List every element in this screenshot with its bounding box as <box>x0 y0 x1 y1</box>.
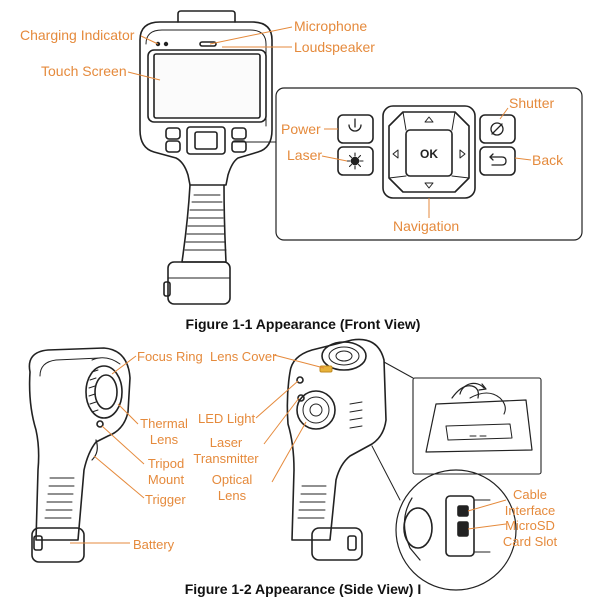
leader-microphone <box>209 26 293 45</box>
label-trigger: Trigger <box>145 492 186 507</box>
label-power: Power <box>281 121 321 137</box>
leader-optical-lens <box>271 421 307 483</box>
label-laser-transmitter-1: Laser <box>209 435 243 450</box>
leader-microsd <box>467 523 507 530</box>
leader-cable-interface <box>467 499 507 512</box>
label-laser: Laser <box>287 147 323 163</box>
label-laser-transmitter-2: Transmitter <box>193 451 259 466</box>
detail-connector <box>371 445 401 501</box>
label-thermal-lens-1: Thermal <box>140 416 188 431</box>
leader-thermal-lens <box>117 403 139 425</box>
label-touch-screen: Touch Screen <box>41 63 127 79</box>
label-loudspeaker: Loudspeaker <box>294 39 375 55</box>
side-view-right-camera <box>286 338 387 561</box>
label-charging-indicator: Charging Indicator <box>20 27 135 43</box>
label-lens-cover: Lens Cover <box>210 349 277 364</box>
label-optical-lens-2: Lens <box>217 488 247 503</box>
cover-detail <box>412 377 542 475</box>
label-cable-interface-1: Cable <box>513 487 547 502</box>
label-cable-interface-2: Interface <box>504 503 556 518</box>
leader-trigger <box>93 455 145 499</box>
front-view-camera <box>139 10 273 305</box>
label-focus-ring: Focus Ring <box>137 349 203 364</box>
leader-led-light <box>255 380 299 419</box>
keypad-callout-box <box>275 87 583 241</box>
detail-connector <box>383 361 414 379</box>
label-microphone: Microphone <box>294 18 368 34</box>
label-back: Back <box>532 152 564 168</box>
leader-laser-transmitter <box>263 397 300 445</box>
label-tripod-mount-1: Tripod <box>147 456 185 471</box>
label-shutter: Shutter <box>509 95 555 111</box>
leader-lens-cover <box>273 354 325 369</box>
leader-back <box>514 157 532 161</box>
leader-tripod-mount <box>101 425 145 465</box>
caption-figure-1: Figure 1-1 Appearance (Front View) <box>185 316 421 332</box>
leader-laser <box>321 155 348 162</box>
label-microsd-1: MicroSD <box>505 518 555 533</box>
label-navigation: Navigation <box>393 218 460 234</box>
label-optical-lens-1: Optical <box>211 472 253 487</box>
label-thermal-lens-2: Lens <box>149 432 179 447</box>
leader-shutter <box>499 107 509 120</box>
port-detail <box>395 469 517 591</box>
ok-key-label: OK <box>420 147 438 161</box>
leader-focus-ring <box>111 355 137 375</box>
side-view-left-camera <box>28 347 131 563</box>
leader-charging-indicator <box>140 35 159 45</box>
leader-lines <box>70 26 532 544</box>
label-battery: Battery <box>133 537 175 552</box>
label-led-light: LED Light <box>198 411 256 426</box>
caption-figure-2: Figure 1-2 Appearance (Side View) I <box>184 581 422 597</box>
leader-touch-screen <box>127 71 161 81</box>
label-microsd-2: Card Slot <box>502 534 558 549</box>
label-tripod-mount-2: Mount <box>147 472 185 487</box>
